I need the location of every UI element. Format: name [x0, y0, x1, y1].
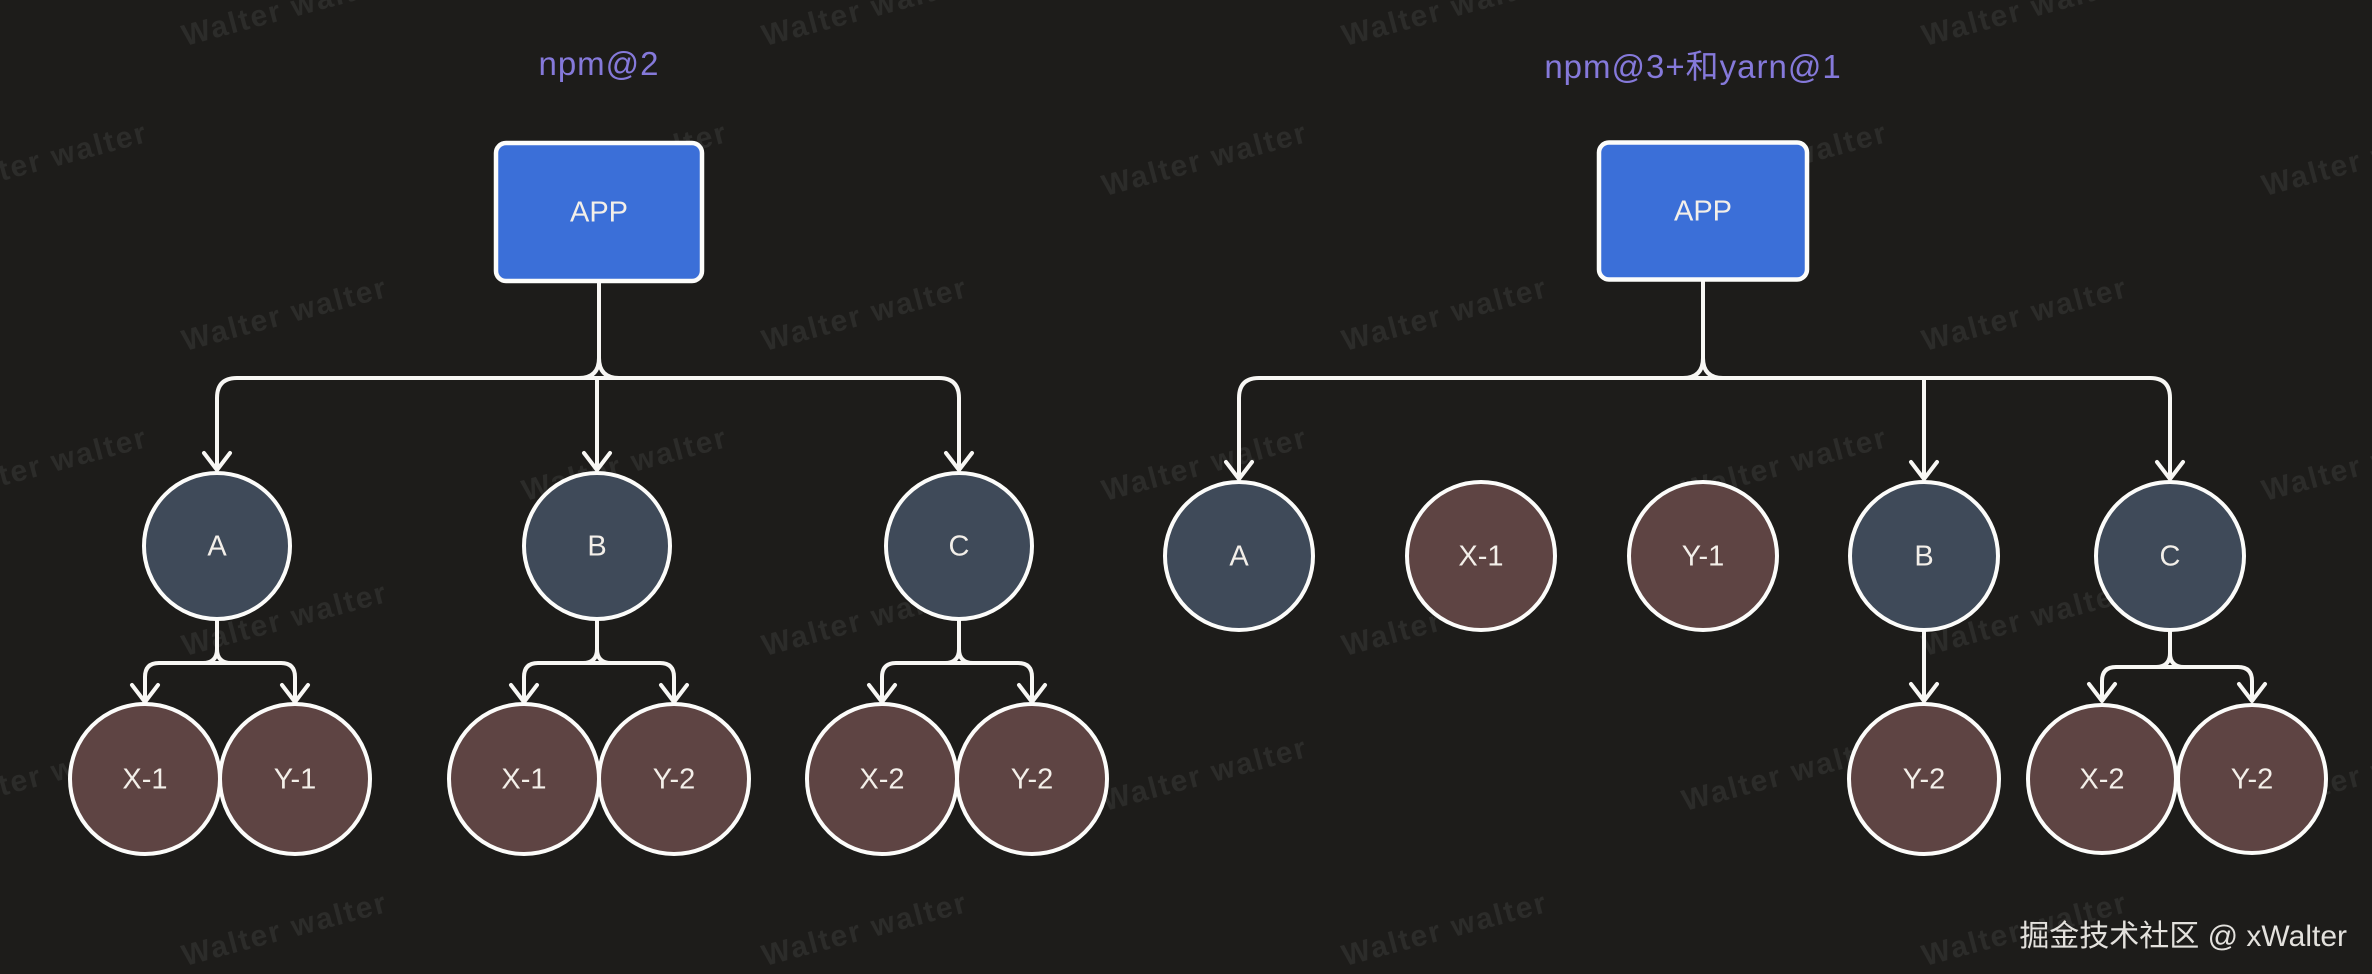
- node-y-2-left-b-y2: Y-2: [597, 702, 751, 856]
- node-b-left-b: B: [522, 471, 672, 621]
- node-label: Y-1: [274, 764, 316, 796]
- credit-text: 掘金技术社区 @ xWalter: [2019, 920, 2347, 953]
- node-label: C: [2160, 541, 2181, 573]
- node-x-2-left-c-x2: X-2: [805, 702, 959, 856]
- package-circle: [1163, 480, 1315, 632]
- package-circle: [1847, 702, 2001, 856]
- node-label: X-1: [1458, 541, 1503, 573]
- node-label: APP: [570, 197, 628, 229]
- app-box: [1596, 140, 1810, 282]
- node-y-1-right-y1: Y-1: [1627, 480, 1779, 632]
- package-circle: [522, 471, 672, 621]
- node-a-left-a: A: [142, 471, 292, 621]
- node-label: X-1: [122, 764, 167, 796]
- node-y-2-right-b-y2: Y-2: [1847, 702, 2001, 856]
- package-circle: [597, 702, 751, 856]
- package-circle: [1405, 480, 1557, 632]
- node-y-2-right-c-y2: Y-2: [2176, 703, 2328, 855]
- node-label: B: [587, 531, 606, 563]
- node-b-right-b: B: [1848, 480, 2000, 632]
- node-label: X-1: [501, 764, 546, 796]
- node-a-right-a: A: [1163, 480, 1315, 632]
- node-c-left-c: C: [884, 471, 1034, 621]
- node-label: X-2: [859, 764, 904, 796]
- node-label: Y-2: [653, 764, 695, 796]
- package-circle: [218, 702, 372, 856]
- node-label: X-2: [2079, 764, 2124, 796]
- diagram-title-npm3-yarn1: npm@3+和yarn@1: [1544, 48, 1842, 85]
- node-x-1-left-b-x1: X-1: [447, 702, 601, 856]
- app-box: [493, 140, 705, 284]
- edge-connector: [130, 619, 310, 704]
- node-y-1-left-a-y1: Y-1: [218, 702, 372, 856]
- node-c-right-c: C: [2094, 480, 2246, 632]
- node-y-2-left-c-y2: Y-2: [955, 702, 1109, 856]
- edge-connector: [509, 619, 689, 704]
- diagram-title-npm2: npm@2: [538, 45, 660, 82]
- edge-connector: [1909, 630, 1939, 703]
- package-circle: [2176, 703, 2328, 855]
- node-label: APP: [1674, 196, 1732, 228]
- package-circle: [884, 471, 1034, 621]
- package-circle: [2094, 480, 2246, 632]
- package-circle: [1848, 480, 2000, 632]
- node-label: Y-2: [1011, 764, 1053, 796]
- package-circle: [955, 702, 1109, 856]
- package-circle: [142, 471, 292, 621]
- node-label: C: [949, 531, 970, 563]
- node-x-1-right-x1: X-1: [1405, 480, 1557, 632]
- node-x-1-left-a-x1: X-1: [68, 702, 222, 856]
- node-app-left-app: APP: [493, 140, 705, 284]
- node-app-right-app: APP: [1596, 140, 1810, 282]
- edge-connector: [2087, 630, 2267, 703]
- edge-connector: [867, 619, 1047, 704]
- edge-connector: [202, 281, 974, 472]
- node-label: Y-1: [1682, 541, 1724, 573]
- node-label: Y-2: [1903, 764, 1945, 796]
- package-circle: [1627, 480, 1779, 632]
- node-label: Y-2: [2231, 764, 2273, 796]
- node-label: B: [1914, 541, 1933, 573]
- node-label: A: [207, 531, 227, 563]
- node-label: A: [1229, 541, 1249, 573]
- node-x-2-right-c-x2: X-2: [2026, 703, 2178, 855]
- edge-connector: [1224, 279, 2185, 481]
